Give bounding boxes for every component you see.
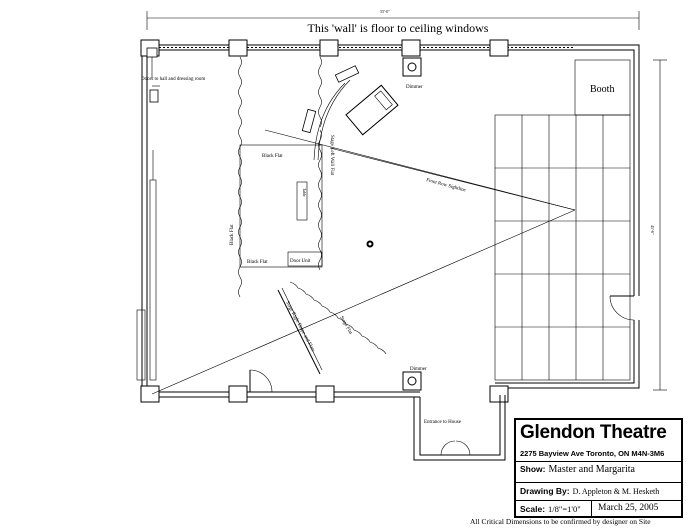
diag-drape-label: Stage Right Drape and Flats	[284, 301, 315, 353]
top-dimension-text: 55'-0"	[380, 9, 390, 14]
door-swing-right	[609, 295, 635, 321]
svg-text:Dimmer: Dimmer	[406, 85, 423, 90]
light-left-lower: Black Flat	[247, 260, 268, 265]
entrance-vestibule: Entrance to House	[413, 395, 506, 461]
window-wall-note: This 'wall' is floor to ceiling windows	[308, 21, 489, 35]
right-dimension-text: 45'-6"	[650, 225, 655, 235]
title-block: Glendon Theatre 2275 Bayview Ave Toronto…	[514, 418, 683, 518]
table	[296, 181, 308, 221]
black-flat-enclosure	[239, 144, 323, 268]
costume-label: Doors to hall and dressing room	[141, 77, 205, 82]
flat-left-label: Black Flat	[230, 224, 235, 245]
dimmer-bottom: Dimmer	[402, 367, 427, 391]
drawing-date: March 25, 2005	[598, 503, 659, 513]
diag-flat-label: Stage Flat	[338, 316, 353, 336]
left-wall-flats	[136, 150, 157, 381]
show-value: Master and Margarita	[548, 464, 635, 475]
light-left-upper: Black Flat	[262, 154, 283, 159]
drawing-row: Drawing By:D. Appleton & M. Hesketh	[520, 486, 660, 496]
arc-unit-1	[334, 65, 360, 83]
dimmer-top: Dimmer	[402, 57, 423, 90]
theatre-name: Glendon Theatre	[520, 422, 667, 443]
center-mark	[366, 240, 374, 248]
top-dimension-line: 55'-0"	[146, 9, 640, 30]
columns	[140, 39, 509, 403]
booth: Booth	[574, 59, 631, 116]
bed-unit	[345, 84, 399, 136]
flat-right-label: Stage Left Wall Flat	[329, 135, 334, 176]
stage-arc	[317, 79, 351, 161]
door-swing-left	[249, 369, 273, 393]
booth-label: Booth	[590, 84, 614, 95]
scale-value: 1/8"=1'0"	[548, 504, 581, 514]
diagonal-drapes: Stage Right Drape and Flats Stage Flat	[277, 281, 387, 375]
door-unit: Door Unit	[287, 251, 323, 267]
table-label: Table	[302, 188, 307, 197]
outer-walls	[141, 44, 640, 398]
arc-unit-2	[301, 108, 317, 134]
right-dimension-line: 45'-6"	[650, 59, 667, 391]
theatre-address: 2275 Bayview Ave Toronto, ON M4N-3M6	[520, 449, 665, 458]
svg-text:Door Unit: Door Unit	[290, 259, 311, 264]
svg-text:Entrance to House: Entrance to House	[424, 420, 462, 425]
svg-text:Dimmer: Dimmer	[410, 367, 427, 372]
seating-grid	[494, 114, 631, 381]
drape-center-upper	[318, 56, 322, 128]
seating-outline	[494, 114, 631, 381]
show-row: Show:Master and Margarita	[520, 464, 635, 475]
scale-row: Scale:1/8"=1'0"	[520, 504, 581, 514]
drape-center	[318, 129, 322, 271]
footnote: All Critical Dimensions to be confirmed …	[470, 517, 651, 526]
sightlines: Front Row Sightline	[151, 129, 576, 395]
drawing-value: D. Appleton & M. Hesketh	[572, 487, 660, 496]
